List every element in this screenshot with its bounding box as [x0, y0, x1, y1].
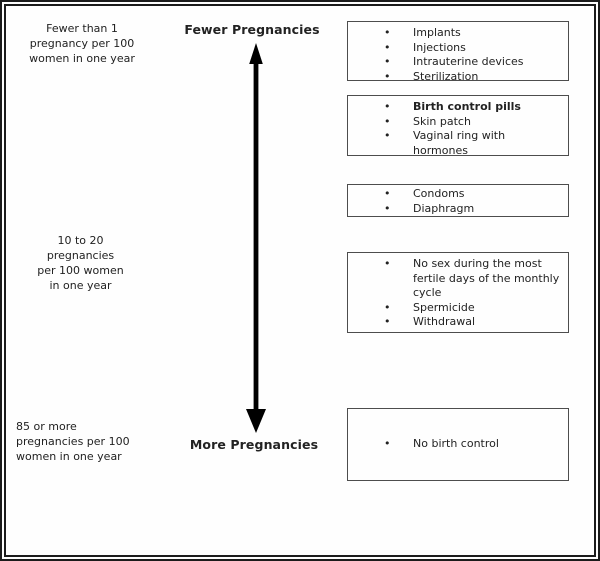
- method-label: Vaginal ring with hormones: [413, 129, 506, 157]
- method-item: • Birth control pills: [382, 100, 560, 115]
- method-label: Injections: [413, 40, 466, 54]
- rate-label-line: 85 or more: [16, 420, 77, 433]
- method-label: No birth control: [413, 437, 499, 451]
- method-box-no-birth-control: • No birth control: [347, 408, 569, 481]
- bullet-icon: •: [384, 315, 391, 328]
- rate-label-most-pregnancies: 85 or more pregnancies per 100 women in …: [16, 419, 176, 464]
- rate-label-medium-pregnancies: 10 to 20 pregnancies per 100 women in on…: [18, 233, 143, 293]
- method-label: Withdrawal: [413, 315, 476, 328]
- bullet-icon: •: [384, 257, 391, 270]
- method-item: • Vaginal ring with hormones: [382, 129, 560, 158]
- method-item: • No birth control: [382, 437, 560, 452]
- bullet-icon: •: [384, 129, 391, 142]
- rate-label-line: pregnancies per 100: [16, 435, 130, 448]
- method-label: Sterilization: [413, 69, 479, 83]
- axis-label-fewer-pregnancies: Fewer Pregnancies: [184, 22, 320, 37]
- method-box-least-effective-methods: • No sex during the most fertile days of…: [347, 252, 569, 333]
- method-item: • Spermicide: [382, 301, 560, 316]
- method-label: Implants: [413, 26, 461, 39]
- rate-label-fewest-pregnancies: Fewer than 1 pregnancy per 100 women in …: [8, 21, 156, 66]
- method-item: • Diaphragm: [382, 202, 560, 217]
- rate-label-line: pregnancies: [46, 249, 115, 262]
- bullet-icon: •: [384, 300, 391, 314]
- method-label: Diaphragm: [413, 201, 475, 215]
- method-label: Spermicide: [413, 300, 475, 314]
- double-arrow-icon: [246, 43, 266, 433]
- bullet-icon: •: [384, 114, 391, 128]
- bullet-icon: •: [384, 55, 391, 68]
- method-label: Condoms: [413, 187, 465, 200]
- method-box-most-effective: • Implants • Injections • Intrauterine d…: [347, 21, 569, 83]
- method-item: • Intrauterine devices: [382, 55, 560, 70]
- method-item: • Sterilization: [382, 70, 560, 85]
- rate-label-line: women in one year: [29, 52, 135, 65]
- bullet-icon: •: [384, 69, 391, 83]
- rate-label-line: per 100 women: [37, 264, 124, 277]
- method-item: • Skin patch: [382, 115, 560, 130]
- bullet-icon: •: [384, 187, 391, 200]
- bullet-icon: •: [384, 437, 391, 451]
- method-item: • Injections: [382, 41, 560, 56]
- method-label: Intrauterine devices: [413, 55, 524, 68]
- bullet-icon: •: [384, 26, 391, 39]
- method-box-barrier: • Condoms • Diaphragm: [347, 184, 569, 217]
- rate-label-line: pregnancy per 100: [29, 37, 135, 50]
- method-label: No sex during the most fertile days of t…: [413, 257, 560, 299]
- rate-label-line: Fewer than 1: [46, 22, 118, 35]
- bullet-icon: •: [384, 40, 391, 54]
- method-item: • Implants: [382, 26, 560, 41]
- rate-label-line: in one year: [49, 279, 112, 292]
- method-box-hormonal: • Birth control pills • Skin patch • Vag…: [347, 95, 569, 158]
- method-label: Skin patch: [413, 114, 471, 128]
- rate-label-line: women in one year: [16, 450, 122, 463]
- bullet-icon: •: [384, 201, 391, 215]
- method-item: • Withdrawal: [382, 315, 560, 330]
- rate-label-line: 10 to 20: [57, 234, 104, 247]
- method-item: • Condoms: [382, 187, 560, 202]
- method-item: • No sex during the most fertile days of…: [382, 257, 560, 301]
- method-label: Birth control pills: [413, 100, 521, 113]
- bullet-icon: •: [384, 100, 391, 113]
- axis-label-more-pregnancies: More Pregnancies: [189, 437, 319, 452]
